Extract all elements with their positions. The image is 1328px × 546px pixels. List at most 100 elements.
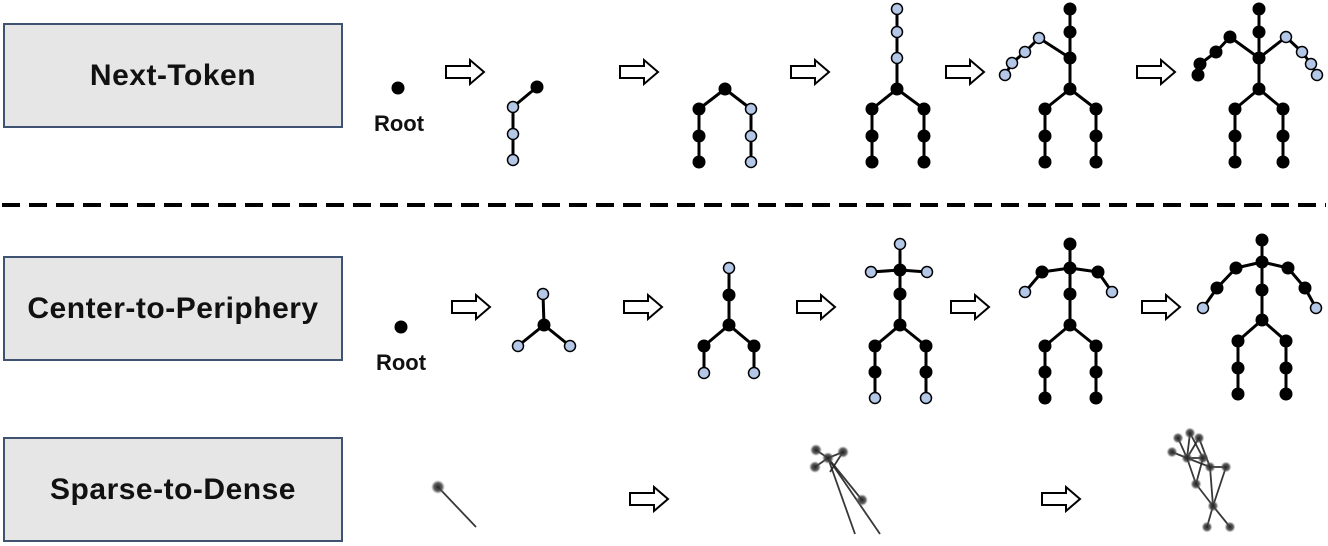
new-joint-node — [1310, 68, 1324, 82]
sparse-node — [1207, 500, 1219, 512]
joint-node — [1063, 261, 1077, 275]
sparse-group — [431, 427, 1236, 535]
new-joint-node — [697, 366, 711, 380]
joint-node — [692, 102, 706, 116]
joint-node — [1231, 361, 1245, 375]
joint-node — [1089, 102, 1103, 116]
sparse-node — [1224, 521, 1236, 533]
joint-node — [917, 129, 931, 143]
sparse-node — [1166, 446, 1178, 458]
joint-node — [865, 129, 879, 143]
sparse-node — [856, 494, 868, 506]
sparse-node — [822, 452, 834, 464]
new-joint-node — [506, 100, 520, 114]
joint-node — [1255, 255, 1269, 269]
joint-node — [1089, 391, 1103, 405]
root-label-middle: Root — [376, 350, 427, 375]
joint-node — [1089, 155, 1103, 169]
arrow-icon — [445, 57, 486, 87]
sparse-step-2 — [809, 444, 881, 535]
joint-node — [893, 287, 907, 301]
joint-node — [1063, 287, 1077, 301]
sparse-node — [1184, 427, 1196, 439]
joint-node — [1063, 2, 1077, 16]
joint-node — [1228, 102, 1242, 116]
joint-node — [1193, 57, 1207, 71]
root-label-top: Root — [374, 111, 425, 136]
joint-node — [1063, 51, 1077, 65]
skeleton-c-step-6 — [1196, 233, 1323, 401]
arrow-icon — [629, 484, 670, 514]
joint-node — [1038, 391, 1052, 405]
joint-node — [1038, 339, 1052, 353]
sparse-edge — [1209, 466, 1214, 507]
new-joint-node — [1309, 301, 1323, 315]
arrow-icon — [950, 292, 991, 322]
joint-node — [1229, 261, 1243, 275]
new-joint-node — [864, 265, 878, 279]
joint-node — [1231, 387, 1245, 401]
joint-node — [1063, 82, 1077, 96]
joint-node — [1089, 365, 1103, 379]
skeleton-c-step-2 — [511, 287, 577, 353]
sparse-edge — [827, 457, 863, 501]
new-joint-node — [868, 391, 882, 405]
joint-node — [1210, 281, 1224, 295]
new-joint-node — [890, 2, 904, 16]
skeleton-group — [391, 2, 1324, 405]
skeleton-c-step-3 — [697, 261, 761, 380]
joint-node — [692, 155, 706, 169]
new-joint-node — [722, 261, 736, 275]
joint-node — [1298, 281, 1312, 295]
skeleton-step-4 — [865, 2, 931, 169]
joint-node — [1191, 68, 1205, 82]
sparse-node — [837, 446, 849, 458]
joint-node — [394, 320, 408, 334]
arrow-icon — [945, 57, 986, 87]
sparse-node — [1190, 478, 1202, 490]
joint-node — [917, 155, 931, 169]
joint-node — [1255, 233, 1269, 247]
new-joint-node — [747, 366, 761, 380]
new-joint-node — [920, 265, 934, 279]
new-joint-node — [1105, 285, 1119, 299]
row-label-next-token: Next-Token — [3, 23, 343, 128]
sparse-node — [1181, 452, 1193, 464]
sparse-node — [1220, 461, 1232, 473]
joint-node — [1038, 365, 1052, 379]
joint-node — [1228, 129, 1242, 143]
joint-node — [722, 318, 736, 332]
arrow-icon — [1136, 57, 1177, 87]
new-joint-node — [1304, 57, 1318, 71]
joint-node — [1252, 25, 1266, 39]
joint-node — [868, 339, 882, 353]
joint-node — [1063, 25, 1077, 39]
joint-node — [1255, 313, 1269, 327]
joint-node — [865, 102, 879, 116]
new-joint-node — [744, 155, 758, 169]
arrow-icon — [619, 57, 660, 87]
skeleton-c-step-5 — [1018, 237, 1119, 405]
sparse-step-3 — [1166, 427, 1236, 533]
new-joint-node — [744, 129, 758, 143]
joint-node — [917, 102, 931, 116]
joint-node — [1279, 361, 1293, 375]
joint-node — [1038, 155, 1052, 169]
joint-node — [1228, 155, 1242, 169]
joint-node — [692, 129, 706, 143]
skeleton-c-step-4 — [864, 237, 934, 405]
new-joint-node — [890, 51, 904, 65]
joint-node — [1035, 265, 1049, 279]
skeleton-step-2 — [506, 80, 544, 167]
new-joint-node — [744, 102, 758, 116]
sparse-node — [431, 480, 445, 494]
joint-node — [718, 82, 732, 96]
row-label-center-to-periphery: Center-to-Periphery — [3, 256, 343, 361]
joint-node — [1063, 318, 1077, 332]
sparse-node — [809, 461, 821, 473]
joint-node — [868, 365, 882, 379]
joint-node — [893, 263, 907, 277]
new-joint-node — [1032, 31, 1046, 45]
new-joint-node — [563, 339, 577, 353]
